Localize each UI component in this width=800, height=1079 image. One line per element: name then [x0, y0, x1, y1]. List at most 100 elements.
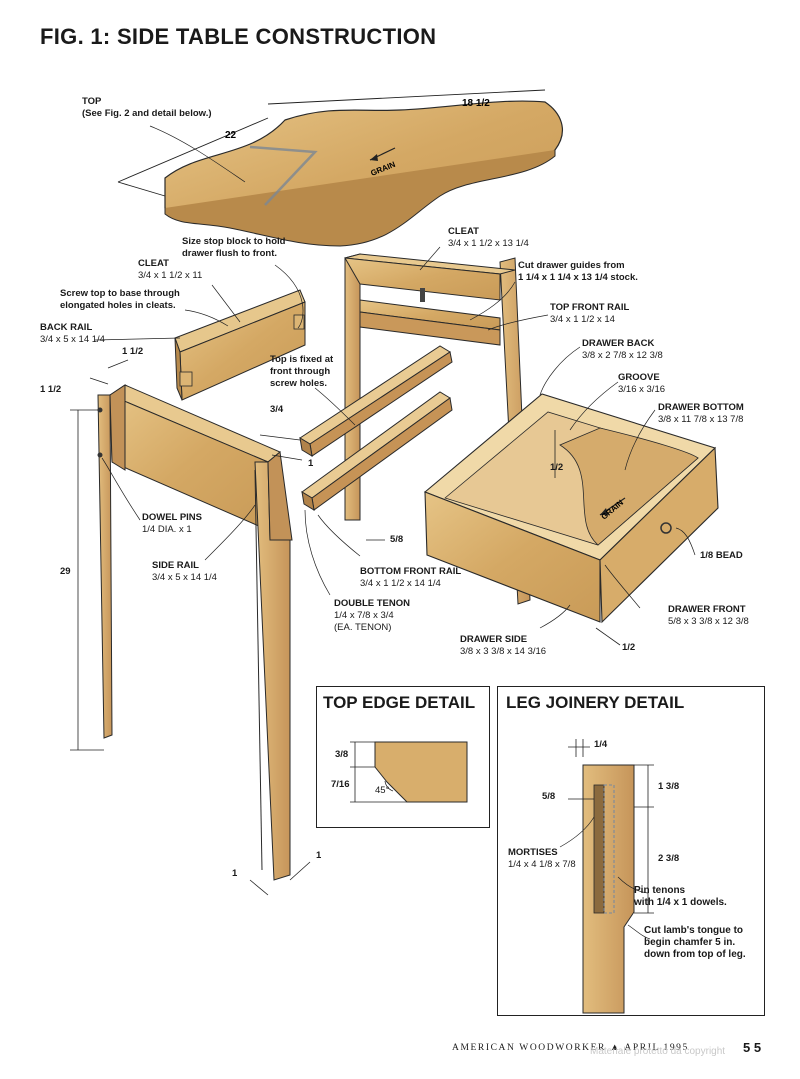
label-cut-guides-line1: Cut drawer guides from — [518, 260, 625, 271]
back-frame — [344, 253, 531, 605]
table-top — [164, 100, 563, 247]
top-edge-dim-a: 3/8 — [335, 749, 349, 760]
dim-rail-top-a: 1 1/2 — [40, 384, 62, 395]
dim-foot-b: 1 — [316, 850, 322, 861]
label-drawer-front-name: DRAWER FRONT — [668, 604, 746, 615]
dim-drawer-12: 1/2 — [550, 462, 564, 473]
dim-rail-34: 3/4 — [270, 404, 284, 415]
top-edge-profile — [350, 741, 468, 803]
label-drawer-side-name: DRAWER SIDE — [460, 634, 528, 645]
page-number: 5 5 — [743, 1040, 762, 1055]
label-side-rail: SIDE RAIL 3/4 x 5 x 14 1/4 — [152, 560, 217, 584]
label-size-stop-line1: Size stop block to hold — [182, 236, 286, 247]
leg-joinery-detail-title: LEG JOINERY DETAIL — [506, 693, 685, 712]
label-drawer-front: DRAWER FRONT 5/8 x 3 3/8 x 12 3/8 — [668, 604, 749, 628]
top-width-dim: 18 1/2 — [462, 98, 490, 109]
label-drawer-back: DRAWER BACK 3/8 x 2 7/8 x 12 3/8 — [582, 338, 663, 362]
label-double-tenon-dims: 1/4 x 7/8 x 3/4 — [334, 610, 394, 621]
frame-dimension-lines — [70, 359, 621, 896]
back-rail-left — [174, 289, 306, 401]
label-cut-guides-line2: 1 1/4 x 1 1/4 x 13 1/4 stock. — [518, 272, 638, 283]
label-bottom-front-rail-name: BOTTOM FRONT RAIL — [360, 566, 462, 577]
label-cleat-right-dims: 3/4 x 1 1/2 x 13 1/4 — [448, 238, 529, 249]
label-back-rail-name: BACK RAIL — [40, 322, 93, 333]
label-cleat-left-name: CLEAT — [138, 258, 169, 269]
leg-mortises-dims: 1/4 x 4 1/8 x 7/8 — [508, 859, 576, 870]
label-screw-top-line1: Screw top to base through — [60, 288, 180, 299]
label-groove-dims: 3/16 x 3/16 — [618, 384, 666, 395]
label-top-fixed: Top is fixed at front through screw hole… — [270, 354, 333, 390]
leg-joinery-drawing — [559, 739, 654, 1014]
label-top-fixed-line1: Top is fixed at — [270, 354, 334, 365]
label-top-name: TOP — [82, 96, 102, 107]
label-back-rail: BACK RAIL 3/4 x 5 x 14 1/4 — [40, 322, 105, 346]
dim-rail-1: 1 — [308, 458, 314, 469]
label-double-tenon: DOUBLE TENON 1/4 x 7/8 x 3/4 (EA. TENON) — [334, 598, 410, 634]
leg-cut-lamb-line2: begin chamfer 5 in. — [644, 937, 736, 948]
label-cut-guides: Cut drawer guides from 1 1/4 x 1 1/4 x 1… — [518, 260, 638, 284]
top-edge-dim-b: 7/16 — [331, 779, 350, 790]
label-groove-name: GROOVE — [618, 372, 660, 383]
dim-foot-a: 1 — [232, 868, 238, 879]
label-top-front-rail-name: TOP FRONT RAIL — [550, 302, 630, 313]
label-drawer-front-dims: 5/8 x 3 3/8 x 12 3/8 — [668, 616, 749, 627]
label-top-fixed-line2: front through — [270, 366, 331, 377]
dim-drawer-front-12: 1/2 — [622, 642, 636, 653]
label-double-tenon-note: (EA. TENON) — [334, 622, 392, 633]
top-edge-detail: TOP EDGE DETAIL 3/8 7/16 45° — [316, 686, 490, 828]
leg-pin-tenons-line2: with 1/4 x 1 dowels. — [634, 897, 727, 908]
label-drawer-side: DRAWER SIDE 3/8 x 3 3/8 x 14 3/16 — [460, 634, 546, 658]
label-drawer-bottom-name: DRAWER BOTTOM — [658, 402, 744, 413]
leg-mortises-name: MORTISES — [508, 847, 558, 858]
figure-title: FIG. 1: SIDE TABLE CONSTRUCTION — [40, 24, 437, 49]
leg-cut-lamb-line1: Cut lamb's tongue to — [644, 925, 744, 936]
label-drawer-bottom-dims: 3/8 x 11 7/8 x 13 7/8 — [658, 414, 744, 425]
top-edge-detail-title: TOP EDGE DETAIL — [323, 693, 476, 712]
label-groove: GROOVE 3/16 x 3/16 — [618, 372, 665, 396]
label-top: TOP (See Fig. 2 and detail below.) — [82, 96, 212, 120]
label-cleat-left: CLEAT 3/4 x 1 1/2 x 11 — [138, 258, 202, 282]
label-dowel-pins-name: DOWEL PINS — [142, 512, 202, 523]
leader-lines — [94, 125, 696, 629]
leg-pin-tenons-line1: Pin tenons — [634, 885, 686, 896]
label-cleat-right: CLEAT 3/4 x 1 1/2 x 13 1/4 — [448, 226, 529, 250]
label-side-rail-dims: 3/4 x 5 x 14 1/4 — [152, 572, 217, 583]
label-bottom-front-rail-dims: 3/4 x 1 1/2 x 14 1/4 — [360, 578, 441, 589]
dim-rail-top-b: 1 1/2 — [122, 346, 144, 357]
side-frame — [97, 384, 293, 881]
label-cleat-left-dims: 3/4 x 1 1/2 x 11 — [138, 270, 203, 281]
leg-label-mortises: MORTISES 1/4 x 4 1/8 x 7/8 — [508, 847, 576, 871]
leg-dim-238: 2 3/8 — [658, 853, 680, 864]
dim-leg-height: 29 — [60, 566, 71, 577]
label-top-note: (See Fig. 2 and detail below.) — [82, 108, 212, 119]
leg-dim-58: 5/8 — [542, 791, 556, 802]
label-screw-top: Screw top to base through elongated hole… — [60, 288, 180, 312]
label-drawer-side-dims: 3/8 x 3 3/8 x 14 3/16 — [460, 646, 547, 657]
label-cleat-right-name: CLEAT — [448, 226, 479, 237]
label-back-rail-dims: 3/4 x 5 x 14 1/4 — [40, 334, 105, 345]
label-drawer-back-name: DRAWER BACK — [582, 338, 655, 349]
leg-joinery-detail: LEG JOINERY DETAIL 1/4 5/8 1 3/8 2 3/8 M… — [497, 686, 765, 1016]
top-dimension-lines — [117, 89, 546, 197]
label-double-tenon-name: DOUBLE TENON — [334, 598, 410, 609]
label-size-stop: Size stop block to hold drawer flush to … — [182, 236, 285, 260]
leg-label-cut-lamb: Cut lamb's tongue to begin chamfer 5 in.… — [644, 925, 746, 961]
leg-label-pin-tenons: Pin tenons with 1/4 x 1 dowels. — [634, 885, 727, 909]
top-depth-dim: 22 — [225, 130, 237, 141]
label-bottom-front-rail: BOTTOM FRONT RAIL 3/4 x 1 1/2 x 14 1/4 — [360, 566, 461, 590]
label-side-rail-name: SIDE RAIL — [152, 560, 199, 571]
label-screw-top-line2: elongated holes in cleats. — [60, 300, 176, 311]
leg-dim-138: 1 3/8 — [658, 781, 680, 792]
leg-dim-14: 1/4 — [594, 739, 608, 750]
front-rails — [299, 345, 453, 511]
label-bead: 1/8 BEAD — [700, 550, 743, 561]
copyright-watermark: Materiale protetto da copyright — [590, 1046, 726, 1057]
label-size-stop-line2: drawer flush to front. — [182, 248, 277, 259]
top-edge-angle: 45° — [375, 785, 390, 796]
label-top-front-rail: TOP FRONT RAIL 3/4 x 1 1/2 x 14 — [550, 302, 629, 326]
footer-publication: AMERICAN WOODWORKER ▲ APRIL 1995 — [452, 1043, 689, 1053]
dim-tenon-58: 5/8 — [390, 534, 404, 545]
label-dowel-pins-dims: 1/4 DIA. x 1 — [142, 524, 192, 535]
label-drawer-bottom: DRAWER BOTTOM 3/8 x 11 7/8 x 13 7/8 — [658, 402, 744, 426]
